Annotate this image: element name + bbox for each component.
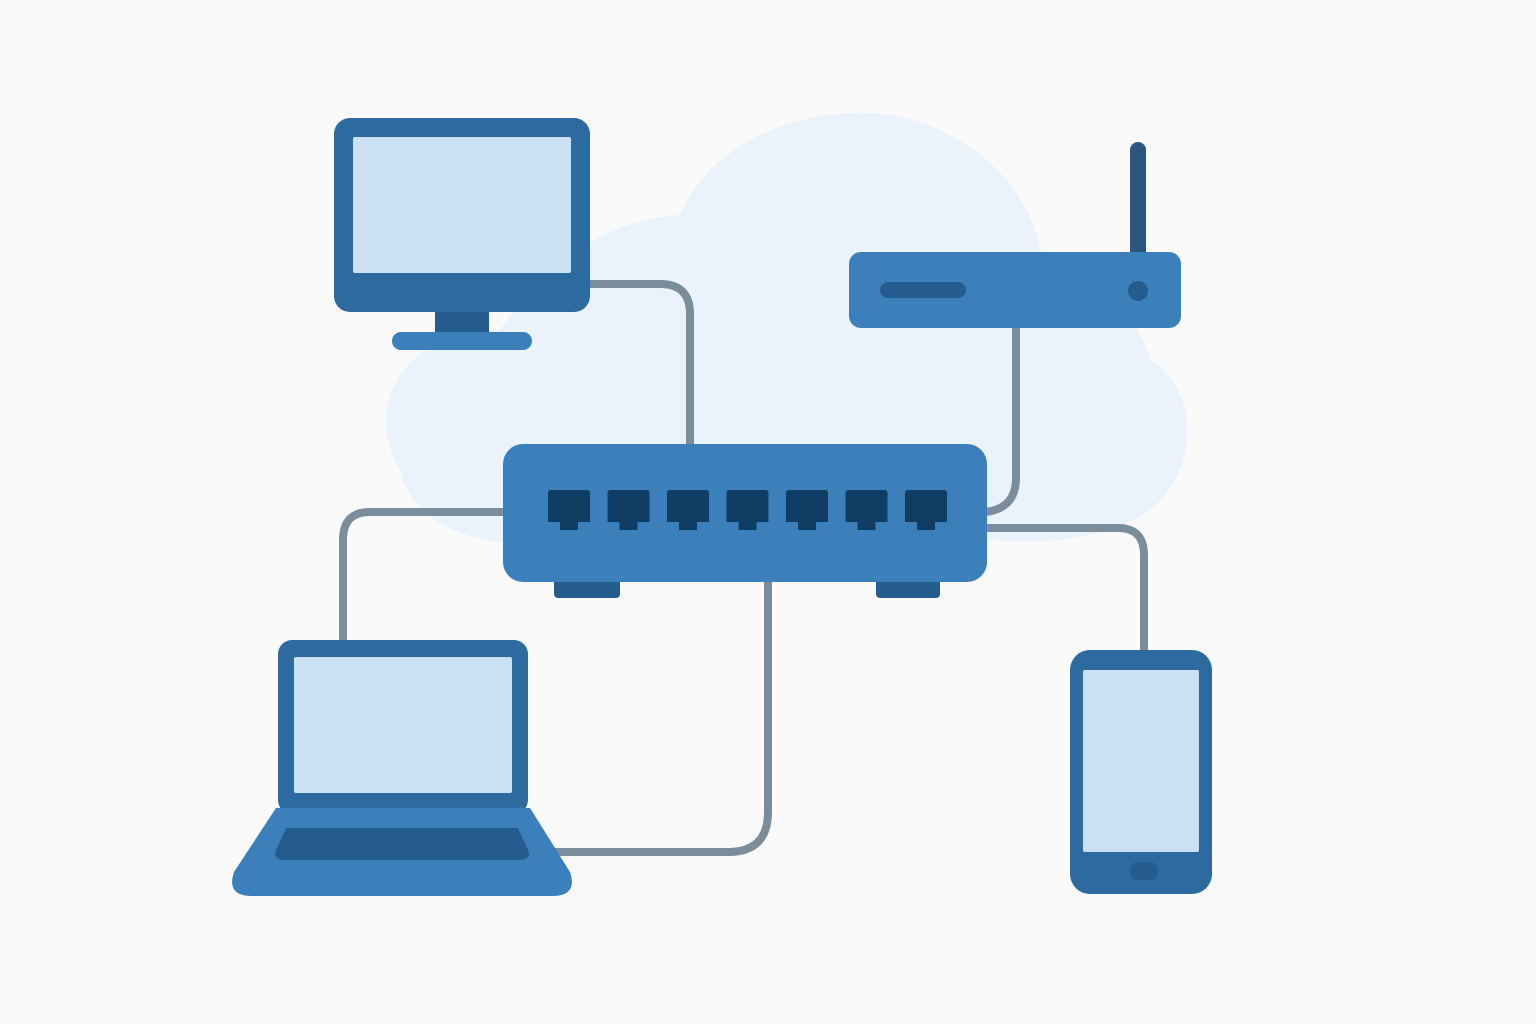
ethernet-port-icon <box>845 490 888 530</box>
ethernet-port-icon <box>905 490 947 530</box>
smartphone-icon <box>1070 650 1212 894</box>
ethernet-port-icon <box>548 490 590 530</box>
ethernet-port-icon <box>786 490 828 530</box>
ethernet-port-icon <box>607 490 650 530</box>
cables <box>339 280 1148 856</box>
ethernet-port-icon <box>667 490 709 530</box>
cable-phone-switch <box>982 524 1148 656</box>
ethernet-port-icon <box>726 490 769 530</box>
cable-laptop-bottom-switch <box>548 576 772 856</box>
cable-laptop-switch <box>339 508 509 646</box>
switch-ports <box>548 490 947 530</box>
laptop-icon <box>232 640 572 896</box>
cable-router-switch <box>982 320 1020 516</box>
desktop-monitor-icon <box>334 118 590 350</box>
network-switch-icon <box>503 444 987 598</box>
wireless-router-icon <box>849 142 1181 328</box>
cable-monitor-switch <box>584 280 694 452</box>
cloud-icon <box>386 112 1188 546</box>
